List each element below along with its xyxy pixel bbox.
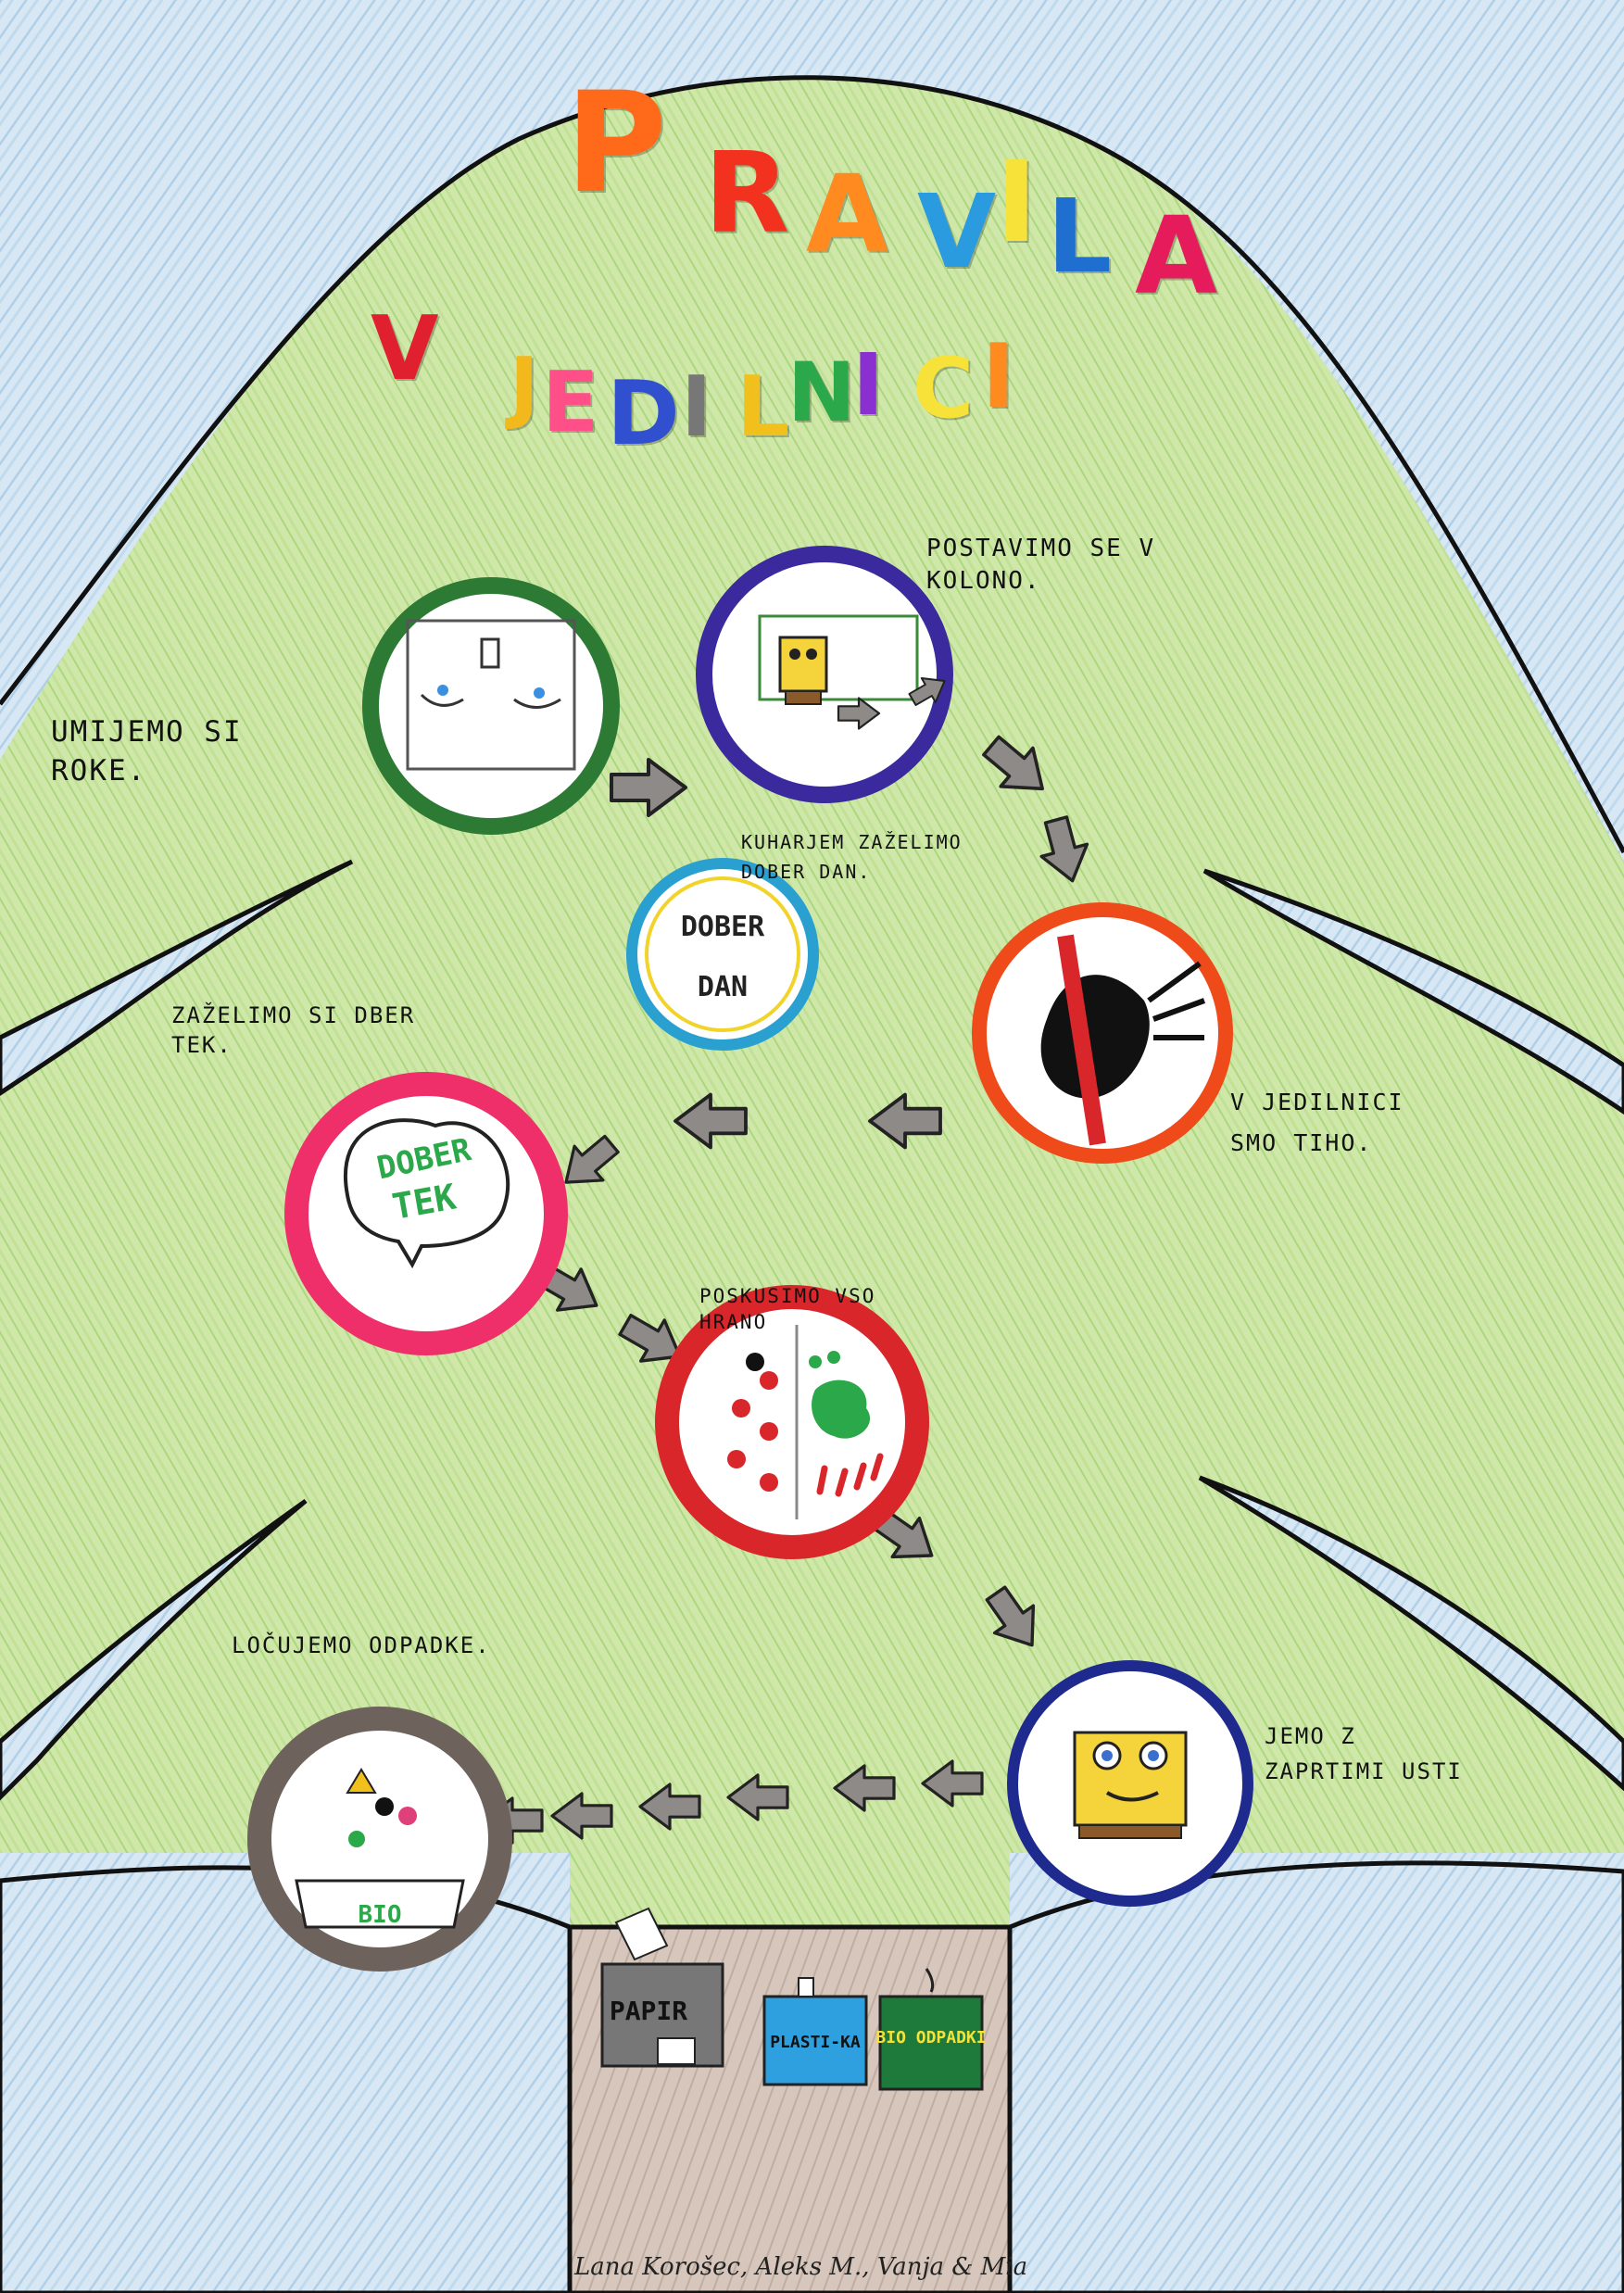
sort-waste-bin-label: BIO: [359, 1901, 402, 1929]
tree-outline: [0, 75, 1624, 854]
bio-bin-label: BIO ODPADKI: [875, 2028, 986, 2047]
title-subtitle-letter: L: [736, 359, 790, 456]
plastic-bin: [762, 1977, 868, 2086]
branch-right-upper: [1202, 868, 1624, 1115]
title-subtitle-letter: V: [371, 298, 439, 400]
greeting-word-1: DOBER: [681, 911, 765, 943]
title-subtitle-letter: I: [681, 359, 712, 456]
title-main-letter: P: [565, 63, 667, 224]
step-wash-hands-label: Umijemo si roke.: [51, 715, 243, 787]
title-main-letter: V: [917, 172, 997, 291]
step-silence-label: V jedilnici smo tiho.: [1230, 1089, 1404, 1156]
paper-bin: [600, 1907, 724, 2068]
ground-sky-right: [1007, 1860, 1624, 2293]
title-main-letter: A: [806, 153, 889, 277]
step-silence-circle: [972, 902, 1233, 1164]
step-try-food-label: Poskusimo vso hrano: [699, 1285, 876, 1334]
step-sort-waste-label: Ločujemo odpadke.: [232, 1632, 491, 1658]
step-closed-mouth-circle: [1007, 1660, 1253, 1907]
title-subtitle-letter: C: [913, 340, 975, 437]
title-subtitle-letter: J: [510, 341, 539, 433]
title-subtitle-letter: I: [852, 335, 885, 435]
authors-signature: Lana Korošec, Aleks M., Vanja & Mia: [574, 2253, 1028, 2281]
greeting-word-2: DAN: [698, 971, 748, 1003]
step-closed-mouth-label: Jemo z zaprtimi usti: [1265, 1723, 1463, 1785]
title-main-letter: I: [996, 139, 1038, 268]
step-line-up-label: Postavimo se v kolono.: [926, 535, 1156, 596]
title-subtitle-letter: E: [542, 354, 599, 451]
title-subtitle-letter: I: [982, 326, 1015, 428]
step-line-up-circle: [696, 546, 953, 803]
step-try-food-circle: [655, 1285, 929, 1559]
branch-left-upper: [0, 859, 354, 1097]
bio-bin: [878, 1968, 984, 2091]
step-greeting-circle: [626, 858, 819, 1051]
branch-left-lower: [0, 1498, 308, 1801]
title-subtitle-letter: N: [787, 345, 856, 440]
step-greeting-label: Kuharjem zaželimo dober dan.: [741, 831, 963, 883]
step-appetite-circle: [284, 1072, 568, 1355]
step-sort-waste-circle: [247, 1707, 512, 1972]
ground-sky: [0, 1865, 573, 2293]
step-wash-hands-circle: [362, 577, 620, 835]
title-subtitle-letter: D: [607, 363, 680, 465]
title-main-letter: L: [1047, 177, 1113, 296]
plastic-bin-label: PLASTI-KA: [770, 2033, 861, 2052]
title-main-letter: A: [1135, 195, 1218, 319]
title-main-letter: R: [704, 130, 790, 258]
step-appetite-label: Zaželimo si dber tek.: [171, 1002, 416, 1059]
branch-right-lower: [1198, 1475, 1624, 1792]
paper-bin-label: PAPIR: [610, 1996, 687, 2026]
